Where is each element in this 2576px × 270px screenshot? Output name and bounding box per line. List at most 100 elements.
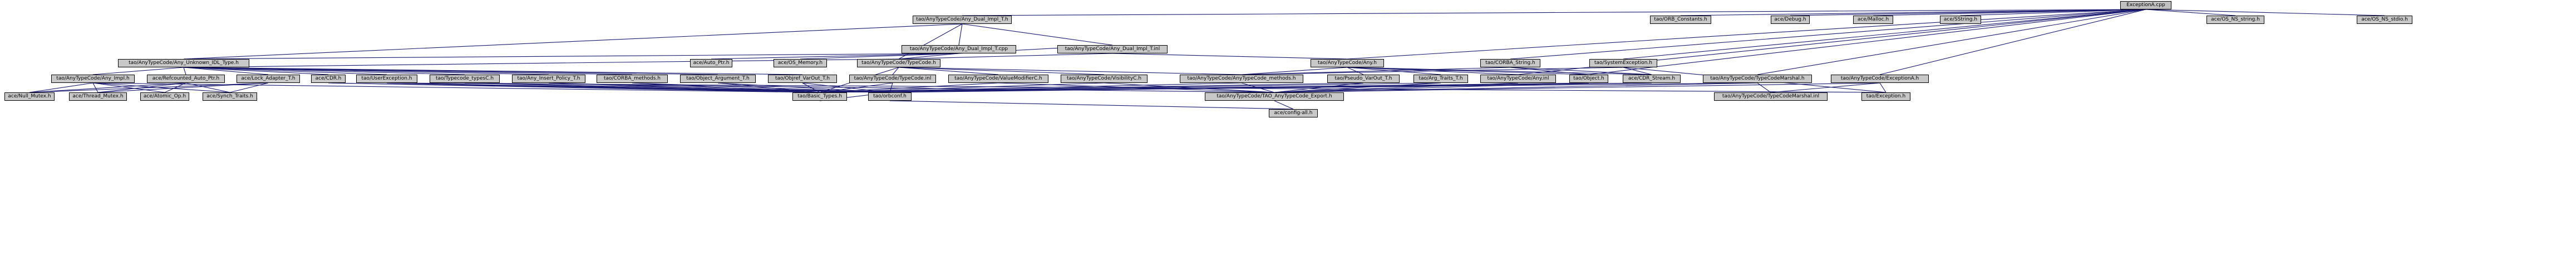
graph-edge [819, 82, 1758, 93]
graph-node[interactable]: tao/Exception.h [1861, 92, 1910, 101]
graph-node[interactable]: tao/AnyTypeCode/Any.inl [1480, 75, 1556, 83]
graph-node[interactable]: tao/Arg_Traits_T.h [1413, 75, 1468, 83]
graph-node[interactable]: ace/Debug.h [1771, 16, 1810, 24]
graph-node[interactable]: tao/AnyTypeCode/Any_Unknown_IDL_Type.h [118, 59, 249, 67]
graph-edge [898, 67, 1242, 75]
graph-node[interactable]: tao/Any_Insert_Policy_T.h [512, 75, 585, 83]
graph-node[interactable]: tao/AnyTypeCode/Any.h [1311, 59, 1384, 67]
graph-edge [386, 82, 1887, 93]
graph-node[interactable]: ace/Atomic_Op.h [140, 92, 189, 101]
graph-node[interactable]: tao/CORBA_String.h [1480, 59, 1540, 67]
graph-node[interactable]: tao/UserException.h [356, 75, 417, 83]
graph-node[interactable]: ace/Malloc.h [1853, 16, 1893, 24]
graph-node[interactable]: tao/Object_Argument_T.h [680, 75, 756, 83]
graph-node[interactable]: tao/AnyTypeCode/TypeCode.h [857, 59, 940, 67]
graph-node[interactable]: ace/Thread_Mutex.h [69, 92, 127, 101]
graph-node[interactable]: tao/SystemException.h [1589, 59, 1657, 67]
graph-node[interactable]: tao/AnyTypeCode/Any_Dual_Impl_T.cpp [902, 45, 1016, 53]
graph-node[interactable]: tao/AnyTypeCode/TAO_AnyTypeCode_Export.h [1205, 92, 1344, 101]
graph-node[interactable]: tao/Object.h [1569, 75, 1608, 83]
graph-node[interactable]: tao/orbconf.h [868, 92, 912, 101]
graph-edge [962, 23, 1113, 46]
graph-node[interactable]: tao/Pseudo_VarOut_T.h [1327, 75, 1400, 83]
graph-edge [386, 82, 820, 93]
graph-edge [29, 82, 269, 93]
graph-edge [29, 82, 93, 93]
graph-edge [464, 82, 820, 93]
graph-edge [889, 82, 893, 93]
graph-edge [1274, 82, 1364, 93]
graph-edge [819, 82, 999, 93]
graph-edge [898, 67, 999, 75]
graph-edge [386, 82, 890, 93]
graph-node-root[interactable]: ExceptionA.cpp [2120, 1, 2171, 9]
graph-edge [1347, 67, 1441, 75]
graph-edge [1274, 82, 1880, 93]
graph-edge [898, 53, 959, 60]
graph-edge [802, 82, 890, 93]
graph-edge [183, 67, 549, 75]
graph-edge [1510, 67, 1589, 75]
graph-node[interactable]: tao/AnyTypeCode/VisibilityC.h [1061, 75, 1147, 83]
graph-node[interactable]: ace/SString.h [1940, 16, 1981, 24]
graph-node[interactable]: ace/CDR.h [311, 75, 346, 83]
graph-edge [183, 67, 186, 75]
graph-node[interactable]: ace/Synch_Traits.h [203, 92, 257, 101]
graph-node[interactable]: tao/AnyTypeCode/TypeCodeMarshal.inl [1714, 92, 1828, 101]
graph-node[interactable]: ace/Lock_Adapter_T.h [237, 75, 300, 83]
graph-edge [92, 82, 820, 93]
graph-node[interactable]: ace/OS_NS_stdio.h [2357, 16, 2412, 24]
graph-edge [1241, 82, 1275, 93]
graph-edge [1510, 67, 1652, 75]
graph-edge [819, 82, 1242, 93]
graph-node[interactable]: ace/config-all.h [1269, 109, 1318, 117]
graph-edge [1347, 67, 1364, 75]
graph-edge [962, 9, 2146, 16]
graph-edge [1623, 67, 1652, 75]
graph-node[interactable]: tao/AnyTypeCode/Any_Impl.h [51, 75, 135, 83]
graph-edge [998, 82, 1275, 93]
graph-edge [958, 23, 963, 46]
graph-edge [1274, 100, 1294, 110]
graph-edge [632, 82, 890, 93]
graph-node[interactable]: ace/Null_Mutex.h [4, 92, 55, 101]
graph-edge [1241, 67, 1511, 75]
graph-node[interactable]: tao/Basic_Types.h [792, 92, 847, 101]
graph-edge [97, 82, 186, 93]
graph-edge [92, 67, 184, 75]
graph-edge [1104, 82, 1275, 93]
graph-node[interactable]: ace/OS_NS_string.h [2206, 16, 2264, 24]
graph-edge [1274, 82, 1441, 93]
graph-edge [185, 82, 230, 93]
graph-node[interactable]: tao/CORBA_methods.h [597, 75, 668, 83]
graph-edge [97, 82, 269, 93]
graph-node[interactable]: tao/Objref_VarOut_T.h [768, 75, 837, 83]
graph-edge [183, 53, 959, 60]
graph-node[interactable]: tao/AnyTypeCode/TypeCodeMarshal.h [1703, 75, 1812, 83]
graph-edge [632, 82, 820, 93]
graph-node[interactable]: tao/AnyTypeCode/Any_Dual_Impl_T.inl [1057, 45, 1168, 53]
graph-edge [1790, 9, 2146, 16]
graph-node[interactable]: tao/Typecode_typesC.h [430, 75, 500, 83]
graph-node[interactable]: tao/AnyTypeCode/TypeCode.inl [849, 75, 936, 83]
graph-edge [1879, 82, 1887, 93]
graph-node[interactable]: tao/ORB_Constants.h [1650, 16, 1711, 24]
graph-edge [1274, 82, 1519, 93]
graph-edge [889, 82, 1652, 93]
graph-node[interactable]: tao/AnyTypeCode/AnyTypeCode_methods.h [1180, 75, 1303, 83]
graph-node[interactable]: tao/AnyTypeCode/Any_Dual_Impl_T.h [913, 16, 1012, 24]
graph-node[interactable]: ace/OS_Memory.h [774, 59, 827, 67]
graph-edge [2145, 9, 2385, 16]
graph-edge [1274, 82, 1758, 93]
graph-edge [1770, 82, 1880, 93]
graph-edge [711, 53, 959, 60]
graph-node[interactable]: ace/Refcounted_Auto_Ptr.h [147, 75, 225, 83]
graph-edge [1680, 9, 2146, 16]
graph-edge [229, 82, 269, 93]
graph-node[interactable]: ace/CDR_Stream.h [1623, 75, 1681, 83]
graph-edge [1757, 82, 1771, 93]
graph-node[interactable]: ace/Auto_Ptr.h [690, 59, 732, 67]
graph-node[interactable]: tao/AnyTypeCode/ValueModifierC.h [948, 75, 1048, 83]
graph-node[interactable]: tao/AnyTypeCode/ExceptionA.h [1831, 75, 1929, 83]
